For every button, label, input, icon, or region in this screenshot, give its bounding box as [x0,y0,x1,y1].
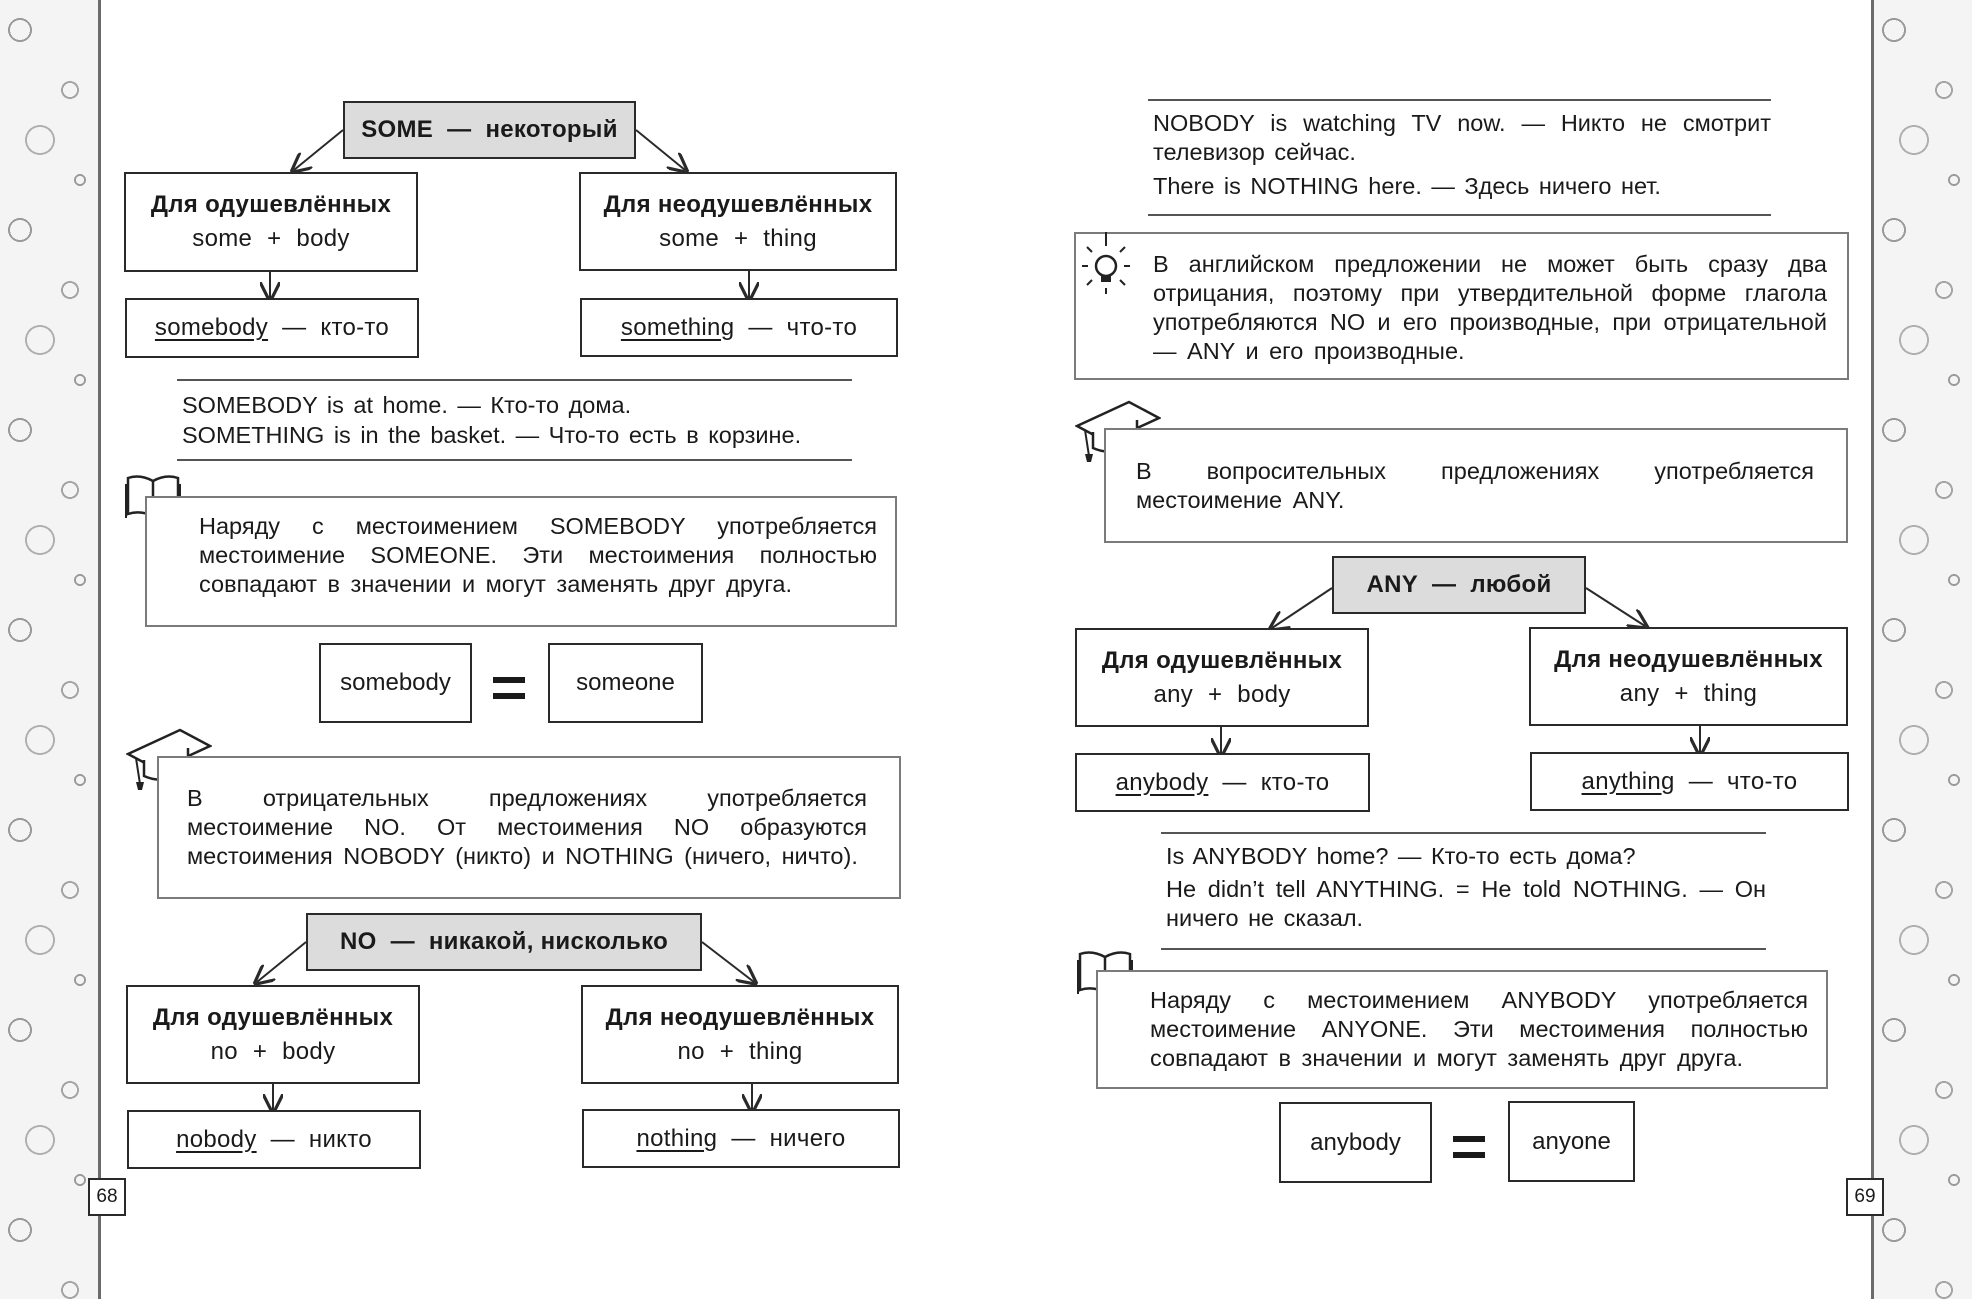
nobody-dash: — [270,1125,295,1153]
nothing-word: nothing [636,1124,718,1152]
no-example-1: NOBODY is watching TV now. — Никто не см… [1153,110,1771,165]
no-term: NO [339,928,377,955]
any-inanimate-title: Для неодушевлённых [1554,645,1823,673]
any-meaning: любой [1470,571,1552,598]
no-inanimate-formula: no + thing [677,1037,803,1065]
something-word: something [620,313,735,341]
nothing-meaning: ничего [769,1124,846,1152]
no-inanimate-title: Для неодушевлённых [605,1003,875,1031]
double-negation-text: В английском предложении не может быть с… [1153,251,1827,364]
equals-sign [493,677,525,699]
something-dash: — [748,313,773,341]
no-animate-formula: no + body [210,1037,336,1065]
something-meaning: что-то [786,313,858,341]
no-inanimate-box: Для неодушевлённых no + thing [581,985,899,1084]
some-animate-result-box: somebody — кто-то [125,298,419,358]
doodle-margin-left [0,0,101,1299]
any-inanimate-box: Для неодушевлённых any + thing [1529,627,1848,726]
no-animate-title: Для одушевлённых [152,1003,394,1031]
somebody-word: somebody [154,314,269,341]
any-examples: Is ANYBODY home? — Кто-то есть дома? He … [1161,832,1766,950]
no-meaning: никакой, нисколько [428,928,669,955]
anyone-label: anyone [1532,1127,1611,1155]
some-header-box: SOME — некоторый [343,101,636,159]
anybody-label: anybody [1310,1128,1401,1156]
any-animate-title: Для одушевлённых [1101,646,1343,674]
any-example-2: He didn’t tell ANYTHING. = He told NOTHI… [1166,876,1766,931]
some-example-2: SOMETHING is in the basket. — Что-то ест… [182,422,802,448]
any-inanimate-result-box: anything — что-то [1530,752,1849,811]
any-animate-result-box: anybody — кто-то [1075,753,1370,812]
nothing-dash: — [731,1124,756,1152]
anything-word: anything [1581,767,1675,795]
some-dash: — [447,116,472,143]
anyone-box: anyone [1508,1101,1635,1182]
some-animate-formula: some + body [192,225,350,252]
no-inanimate-result-box: nothing — ничего [582,1109,900,1168]
someone-note-text: Наряду с местоимением SOMEBODY употребля… [199,513,877,597]
anybody-box: anybody [1279,1102,1432,1183]
someone-note: Наряду с местоимением SOMEBODY употребля… [145,496,897,627]
any-header-box: ANY — любой [1332,556,1586,614]
any-note-text: В вопросительных предложениях употребляе… [1136,458,1814,513]
some-example-1: SOMEBODY is at home. — Кто-то дома. [182,392,632,418]
anything-dash: — [1688,767,1713,795]
some-examples: SOMEBODY is at home. — Кто-то дома. SOME… [177,379,852,461]
page-number-right-text: 69 [1854,1186,1876,1207]
some-inanimate-result-box: something — что-то [580,298,898,357]
nobody-meaning: никто [308,1125,372,1153]
page-number-right: 69 [1846,1178,1884,1216]
some-inanimate-title: Для неодушевлённых [603,190,873,218]
anybody-dash: — [1222,768,1247,796]
anyone-note: Наряду с местоимением ANYBODY употребляе… [1096,970,1828,1089]
someone-box: someone [548,643,703,723]
any-animate-formula: any + body [1153,680,1291,708]
page-number-left: 68 [88,1178,126,1216]
any-animate-box: Для одушевлённых any + body [1075,628,1369,727]
any-example-1: Is ANYBODY home? — Кто-то есть дома? [1166,843,1636,869]
some-term: SOME [361,116,434,143]
anybody-meaning: кто-то [1260,768,1330,796]
doodle-margin-right [1871,0,1972,1299]
anyone-note-text: Наряду с местоимением ANYBODY употребляе… [1150,987,1808,1071]
page-number-left-text: 68 [96,1186,118,1207]
lightbulb-icon [1082,232,1130,294]
someone-label: someone [576,669,675,696]
somebody-dash: — [282,314,307,341]
any-dash: — [1432,571,1457,598]
somebody-label: somebody [340,669,451,696]
double-negation-note: В английском предложении не может быть с… [1074,232,1849,380]
no-example-2: There is NOTHING here. — Здесь ничего не… [1153,173,1661,199]
some-meaning: некоторый [485,116,618,143]
somebody-meaning: кто-то [320,314,390,341]
no-animate-result-box: nobody — никто [127,1110,421,1169]
some-inanimate-formula: some + thing [659,224,817,252]
no-dash: — [390,928,415,955]
no-header-box: NO — никакой, нисколько [306,913,702,971]
no-animate-box: Для одушевлённых no + body [126,985,420,1084]
no-note-text: В отрицательных предложениях употребляет… [187,785,867,869]
some-animate-box: Для одушевлённых some + body [124,172,418,272]
equals-sign [1453,1136,1485,1158]
nobody-word: nobody [176,1125,257,1153]
any-inanimate-formula: any + thing [1619,679,1758,707]
no-note: В отрицательных предложениях употребляет… [157,756,901,899]
some-animate-title: Для одушевлённых [150,191,392,218]
some-inanimate-box: Для неодушевлённых some + thing [579,172,897,271]
anything-meaning: что-то [1727,767,1798,795]
no-examples: NOBODY is watching TV now. — Никто не см… [1148,99,1771,216]
any-term: ANY [1366,571,1419,598]
anybody-word: anybody [1115,768,1209,796]
any-note: В вопросительных предложениях употребляе… [1104,428,1848,543]
somebody-box: somebody [319,643,472,723]
